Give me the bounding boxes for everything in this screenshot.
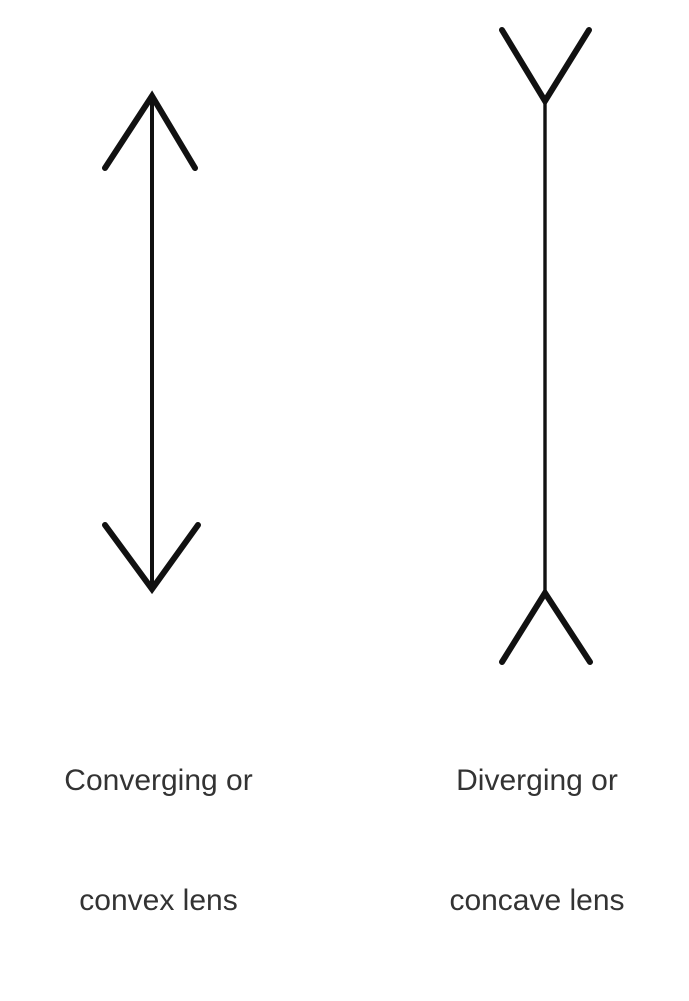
converging-lens-top-arrowhead	[102, 90, 198, 171]
optics-lens-symbol-figure: Converging or convex lens Diverging or c…	[64, 27, 625, 917]
lens-symbols-canvas	[102, 27, 593, 665]
diverging-lens-caption-line-2: concave lens	[449, 884, 625, 917]
converging-lens-bottom-arrowhead	[102, 522, 201, 595]
converging-lens-symbol	[102, 90, 201, 595]
converging-lens-caption-line-2: convex lens	[79, 884, 238, 917]
diverging-lens-symbol	[499, 27, 593, 665]
diverging-lens-bottom-flare	[499, 587, 593, 665]
diverging-lens-top-flare	[499, 27, 592, 107]
